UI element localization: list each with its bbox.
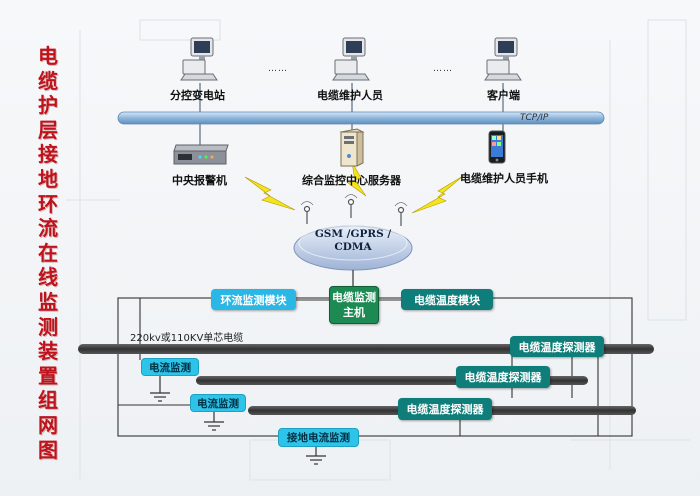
tcp-ip-label: TCP/IP <box>520 113 549 123</box>
wireless-signal-icons <box>244 161 464 214</box>
phone-label: 电缆维护人员手机 <box>460 172 548 185</box>
monitoring-host-line1: 电缆监测 <box>332 291 376 304</box>
cloud-label-line1: GSM /GPRS / <box>314 228 392 240</box>
temperature-module-box: 电缆温度模块 <box>401 289 493 310</box>
server-label: 综合监控中心服务器 <box>302 174 401 187</box>
monitoring-host-line2: 主机 <box>343 306 365 319</box>
cable-label: 220kv或110KV单芯电缆 <box>130 333 244 344</box>
temperature-probe-box: 电缆温度探测器 <box>510 336 604 357</box>
server-icon <box>339 128 365 167</box>
cloud-label-line2: CDMA <box>334 241 372 253</box>
desktop-computer-icon <box>180 37 218 81</box>
page-title: 电缆护层接地环流在线监测装置组网图 <box>38 44 58 462</box>
ellipsis-dots: …… <box>268 64 288 74</box>
ground-current-monitor-box: 接地电流监测 <box>278 428 359 447</box>
alarm-unit-label: 中央报警机 <box>172 174 227 187</box>
terminal-label-client: 客户端 <box>487 89 520 102</box>
ground-symbols <box>150 373 326 465</box>
terminal-label-substation: 分控变电站 <box>170 89 225 102</box>
temperature-probe-box: 电缆温度探测器 <box>398 398 492 420</box>
antenna-icons <box>300 194 408 226</box>
circulation-module-box: 环流监测模块 <box>211 289 296 310</box>
monitoring-host-box: 电缆监测 主机 <box>329 286 379 324</box>
current-monitor-box: 电流监测 <box>141 358 199 376</box>
network-cloud: GSM /GPRS / CDMA <box>300 228 406 254</box>
desktop-computer-icon <box>332 37 370 81</box>
ellipsis-dots: …… <box>433 64 453 74</box>
desktop-computer-icon <box>484 37 522 81</box>
tcp-ip-bus <box>117 111 605 125</box>
cloud-ellipse <box>293 225 413 271</box>
current-monitor-box: 电流监测 <box>190 394 246 412</box>
temperature-probe-box: 电缆温度探测器 <box>456 366 550 388</box>
terminal-label-maintenance: 电缆维护人员 <box>317 89 383 102</box>
mobile-phone-icon <box>488 130 506 164</box>
alarm-unit-icon <box>173 144 229 165</box>
